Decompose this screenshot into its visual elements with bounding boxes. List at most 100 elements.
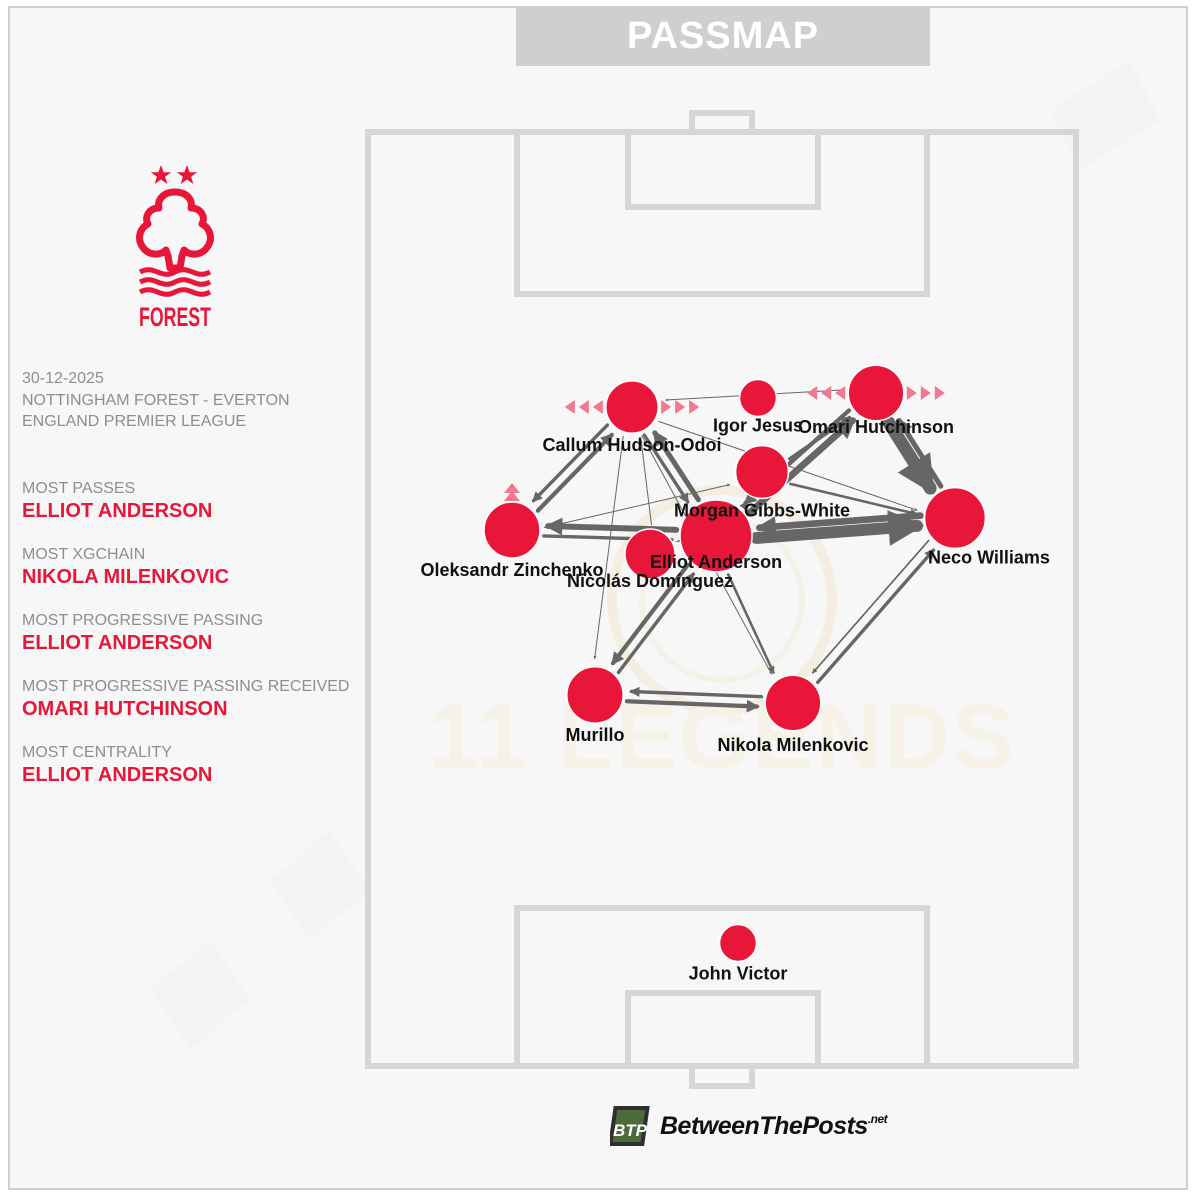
direction-marker-up (504, 491, 520, 502)
stat-most-centrality: MOST CENTRALITY ELLIOT ANDERSON (22, 743, 362, 787)
direction-marker-right (906, 386, 917, 400)
player-node-omari (847, 364, 905, 422)
direction-marker-right (689, 400, 700, 414)
stat-value: ELLIOT ANDERSON (22, 631, 213, 654)
stat-value: OMARI HUTCHINSON (22, 697, 228, 720)
player-label-neco: Neco Williams (928, 547, 1050, 567)
match-competition: ENGLAND PREMIER LEAGUE (22, 413, 247, 430)
pass-edge-murillo-to-milenkovic (624, 699, 760, 713)
stat-label: MOST PASSES (22, 479, 136, 497)
player-node-milenkovic (764, 674, 822, 732)
stat-most-progressive-received: MOST PROGRESSIVE PASSING RECEIVED OMARI … (22, 677, 362, 721)
player-node-murillo (566, 666, 624, 724)
pass-edge-anderson-to-milenkovic (726, 573, 775, 674)
info-panel: 30-12-2025 NOTTINGHAM FOREST - EVERTON E… (22, 368, 362, 787)
stat-most-xgchain: MOST XGCHAIN NIKOLA MILENKOVIC (22, 545, 362, 589)
pass-edge-dominguez-to-callum (639, 439, 652, 526)
stat-value: ELLIOT ANDERSON (22, 763, 213, 786)
brand-logo-icon: BTP (610, 1106, 650, 1146)
direction-marker-left (578, 400, 589, 414)
player-node-gibbs (734, 444, 790, 500)
player-label-murillo: Murillo (566, 725, 625, 745)
direction-marker-right (661, 400, 672, 414)
bottom-goal (689, 1063, 755, 1089)
pass-edge-callum-to-zinchenko (531, 423, 610, 503)
direction-marker-left (821, 386, 832, 400)
direction-marker-right (934, 386, 945, 400)
direction-marker-left (592, 400, 603, 414)
player-label-omari: Omari Hutchinson (798, 417, 954, 437)
player-node-victor (718, 923, 758, 963)
pass-edge-neco-to-milenkovic (811, 539, 930, 674)
pass-edge-milenkovic-to-murillo (629, 686, 764, 699)
bottom-penalty-area (514, 905, 930, 1069)
pitch-lines (365, 110, 1079, 1089)
pass-edge-zinchenko-to-callum (535, 432, 614, 513)
pass-edge-omari-to-neco (882, 416, 937, 495)
pass-edge-murillo-to-anderson (616, 572, 696, 675)
pass-edge-anderson-to-gibbs (739, 501, 748, 511)
top-goal (689, 110, 755, 135)
stat-value: NIKOLA MILENKOVIC (22, 565, 230, 588)
crest-text: FOREST (139, 302, 211, 332)
crest-tree-icon (136, 188, 214, 297)
stat-label: MOST PROGRESSIVE PASSING RECEIVED (22, 677, 350, 695)
direction-markers (504, 386, 945, 502)
direction-marker-left (564, 400, 575, 414)
top-six-yard-box (625, 129, 821, 210)
brand-badge-text: BTP (613, 1121, 648, 1140)
pitch-boundary (365, 129, 1079, 1069)
brand-name-text: BetweenThePosts (660, 1112, 868, 1140)
direction-marker-right (675, 400, 686, 414)
pass-edge-neco-to-anderson (755, 512, 924, 537)
stat-label: MOST PROGRESSIVE PASSING (22, 611, 264, 629)
main-frame (8, 6, 1188, 1190)
player-label-dominguez: Nicolás Domínguez (567, 571, 733, 591)
bottom-six-yard-box (625, 990, 821, 1069)
pass-edge-anderson-to-neco (750, 510, 925, 546)
player-node-zinchenko (483, 501, 541, 559)
brand-footer: BTP BetweenThePosts.net (610, 1104, 888, 1150)
player-node-neco (923, 486, 987, 550)
direction-marker-left (807, 386, 818, 400)
stat-most-passes: MOST PASSES ELLIOT ANDERSON (22, 479, 362, 523)
player-label-igor: Igor Jesus (713, 415, 803, 435)
player-node-anderson (679, 499, 753, 573)
stat-value: ELLIOT ANDERSON (22, 499, 213, 522)
pass-edge-milenkovic-to-neco (816, 548, 936, 685)
player-label-milenkovic: Nikola Milenkovic (717, 735, 868, 755)
top-penalty-area (514, 129, 930, 297)
stat-most-progressive-passing: MOST PROGRESSIVE PASSING ELLIOT ANDERSON (22, 611, 362, 655)
stat-label: MOST CENTRALITY (22, 743, 172, 761)
player-label-gibbs: Morgan Gibbs-White (674, 500, 850, 520)
match-date: 30-12-2025 (22, 370, 104, 387)
pass-edge-gibbs-to-omari (788, 415, 852, 461)
player-nodes (483, 364, 987, 963)
player-label-zinchenko: Oleksandr Zinchenko (420, 560, 603, 580)
pass-edge-gibbs-to-neco (789, 482, 918, 517)
player-label-callum: Callum Hudson-Odoi (543, 435, 722, 455)
stat-label: MOST XGCHAIN (22, 545, 146, 563)
club-crest-logo: FOREST (136, 165, 214, 332)
match-fixture: NOTTINGHAM FOREST - EVERTON (22, 391, 290, 409)
pass-edge-callum-to-murillo (593, 435, 624, 660)
direction-marker-left (835, 386, 846, 400)
direction-marker-up (504, 483, 520, 494)
brand-suffix: .net (867, 1112, 888, 1126)
player-label-anderson: Elliot Anderson (650, 552, 782, 572)
title-banner: PASSMAP (516, 6, 930, 66)
player-label-victor: John Victor (689, 963, 788, 983)
direction-marker-right (920, 386, 931, 400)
page-title: PASSMAP (626, 14, 820, 57)
pass-edge-callum-to-anderson (642, 433, 690, 504)
player-node-callum (605, 380, 659, 434)
crest-stars-icon (150, 165, 198, 184)
pass-edge-zinchenko-to-gibbs (543, 483, 731, 529)
pass-edge-anderson-to-murillo (610, 562, 690, 666)
brand-name: BetweenThePosts.net (660, 1112, 888, 1141)
player-node-dominguez (624, 528, 676, 580)
pass-edge-neco-to-omari (896, 418, 944, 489)
pass-edge-anderson-to-callum (652, 430, 701, 503)
